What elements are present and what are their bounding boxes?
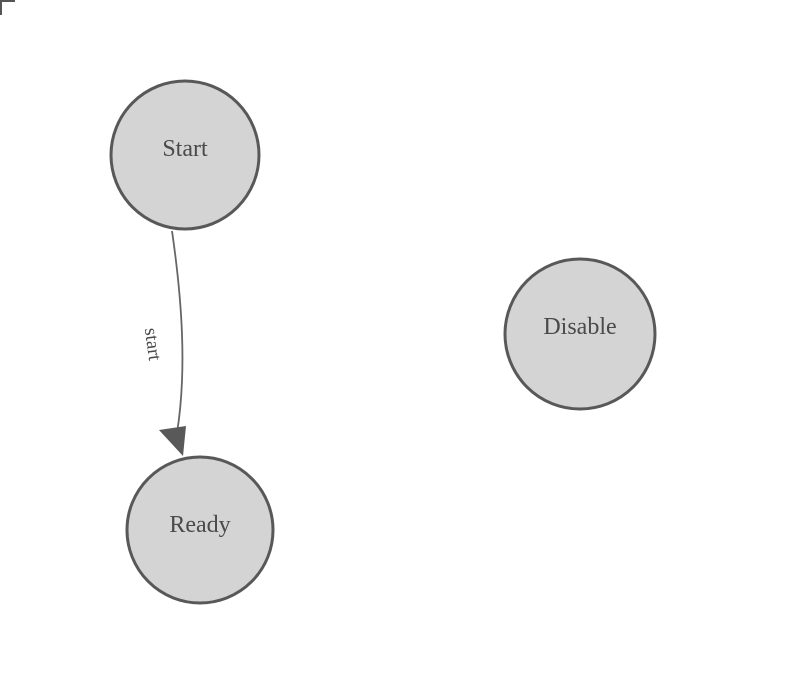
edge-label[interactable]: start: [140, 327, 165, 363]
edge-path[interactable]: [171, 230, 184, 434]
transition-edge-start-ready[interactable]: start: [140, 230, 186, 456]
edge-arrowhead-icon: [159, 426, 186, 456]
state-node-start[interactable]: Start: [109, 79, 261, 231]
state-label-disable: Disable: [543, 314, 616, 340]
state-circle-disable[interactable]: [503, 257, 657, 411]
state-circle-start[interactable]: [109, 79, 261, 231]
state-node-disable[interactable]: Disable: [503, 257, 657, 411]
state-node-ready[interactable]: Ready: [125, 455, 275, 605]
state-circle-ready[interactable]: [125, 455, 275, 605]
state-label-ready: Ready: [169, 512, 230, 538]
state-label-start: Start: [162, 136, 208, 162]
canvas-corner-marker-icon: [0, 0, 15, 15]
